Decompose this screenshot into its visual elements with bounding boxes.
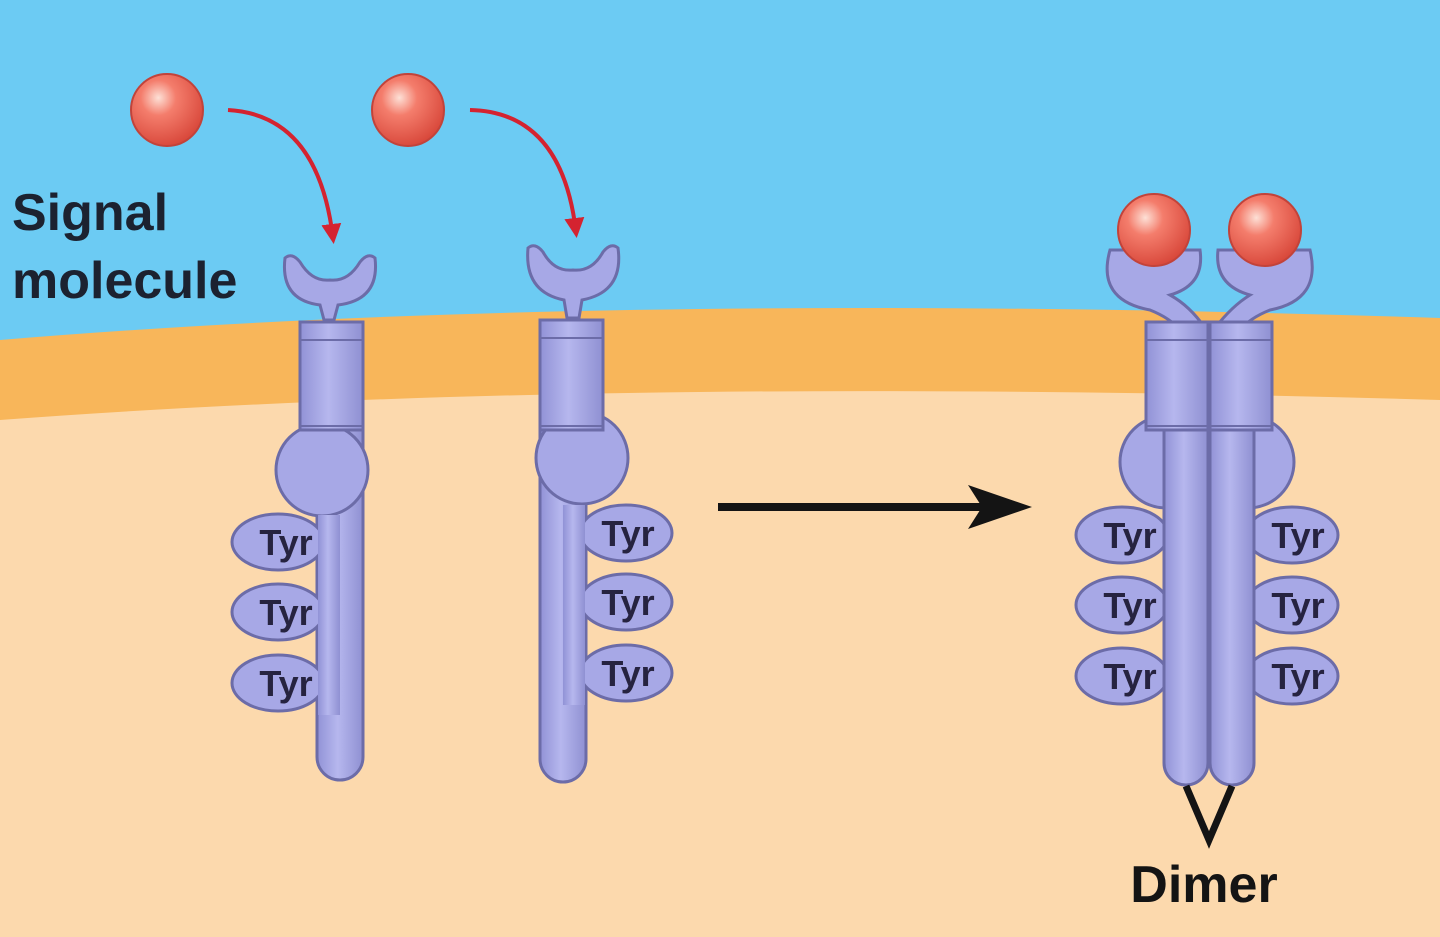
bound-signal-molecule-left [1117, 193, 1191, 267]
receptor-monomer-2: Tyr Tyr Tyr [526, 244, 674, 784]
tyr-label: Tyr [1103, 656, 1156, 697]
ligand-binding-site-2 [526, 244, 621, 320]
binding-arrow-1 [227, 108, 342, 244]
signal-molecule-1 [130, 73, 204, 147]
tyr-label: Tyr [601, 653, 654, 694]
tyr-label: Tyr [1103, 585, 1156, 626]
bound-signal-molecule-right [1228, 193, 1302, 267]
signal-label-line2: molecule [12, 252, 237, 310]
signal-molecule-2 [371, 73, 445, 147]
tyr-label: Tyr [1103, 515, 1156, 556]
tyr-label: Tyr [259, 522, 312, 563]
dimer-pointer [1182, 784, 1236, 849]
tyr-label: Tyr [601, 582, 654, 623]
tyr-label: Tyr [1271, 656, 1324, 697]
tyr-label: Tyr [1271, 515, 1324, 556]
dimerization-arrow [718, 485, 1032, 529]
tyr-label: Tyr [259, 663, 312, 704]
tyr-label: Tyr [1271, 585, 1324, 626]
binding-arrow-2 [469, 108, 585, 238]
signal-label-line1: Signal [12, 184, 168, 242]
tyr-label: Tyr [601, 513, 654, 554]
dimer-label: Dimer [1130, 856, 1277, 914]
receptor-monomer-1: Tyr Tyr Tyr [230, 254, 378, 782]
tyr-label: Tyr [259, 592, 312, 633]
receptor-dimer: Tyr Tyr Tyr Tyr Tyr Tyr [1074, 193, 1340, 787]
ligand-binding-site-1 [282, 254, 378, 322]
